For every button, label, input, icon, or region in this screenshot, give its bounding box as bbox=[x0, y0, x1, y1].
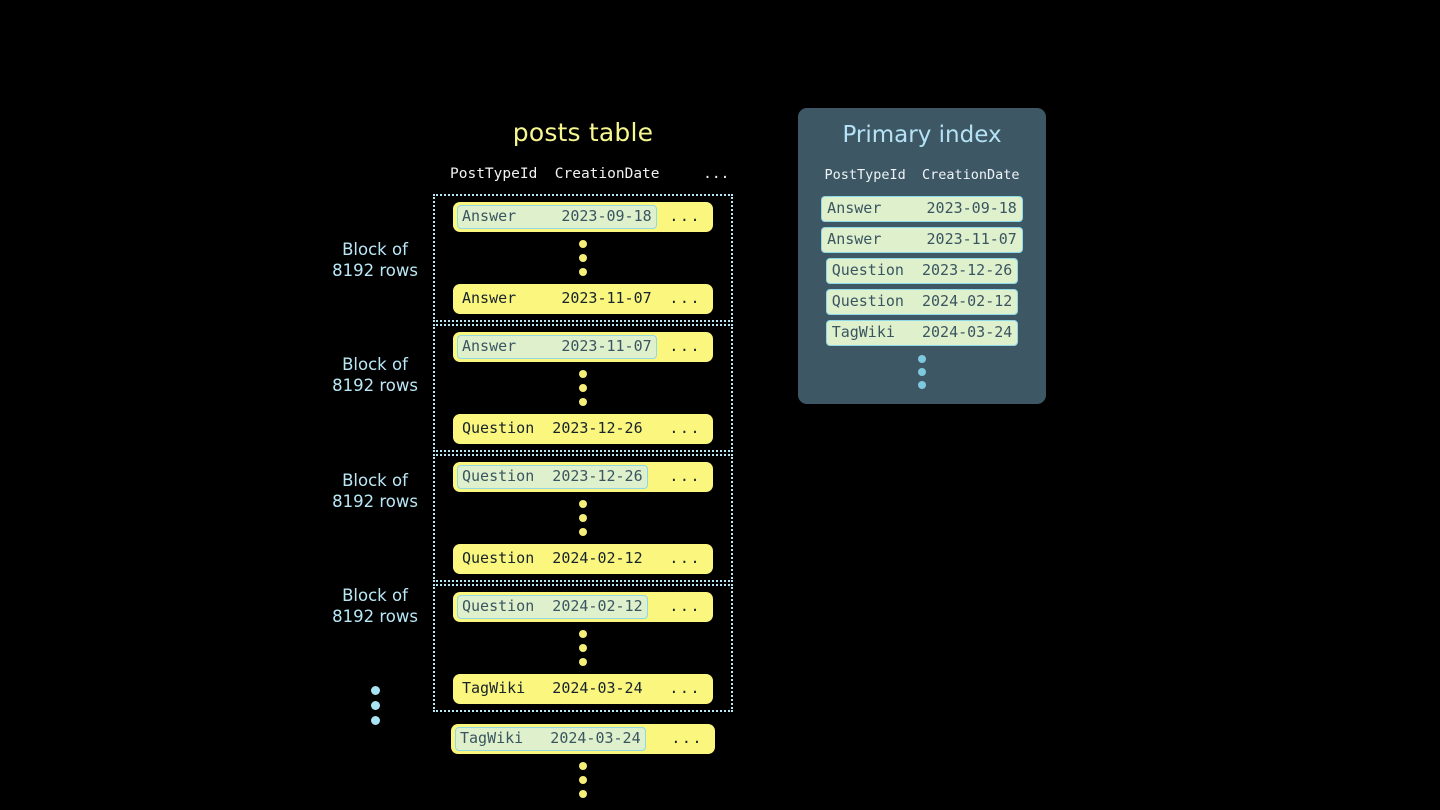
dot bbox=[918, 380, 926, 389]
block-label-4: Block of 8192 rows bbox=[300, 585, 450, 627]
table-end-dots bbox=[433, 754, 733, 806]
row-ellipsis: ... bbox=[669, 467, 701, 485]
primary-index-continuation-dots bbox=[798, 354, 1046, 389]
primary-index-title: Primary index bbox=[842, 122, 1002, 148]
dot bbox=[918, 354, 926, 363]
row-cells: TagWiki 2024-03-24 bbox=[455, 726, 646, 751]
posts-table-column-headers: PostTypeId CreationDate ... bbox=[450, 166, 730, 182]
row-ellipsis: ... bbox=[671, 729, 703, 747]
table-row: Question 2023-12-26 ... bbox=[453, 413, 713, 444]
block-label-4-line1: Block of bbox=[342, 586, 408, 605]
dot bbox=[579, 369, 587, 378]
dot bbox=[579, 267, 587, 276]
table-row: Answer 2023-11-07 ... bbox=[453, 283, 713, 314]
dot bbox=[579, 239, 587, 248]
primary-index-panel: Primary index PostTypeId CreationDate An… bbox=[798, 108, 1046, 404]
dot bbox=[579, 513, 587, 522]
dot bbox=[579, 253, 587, 262]
row-cells: Answer 2023-11-07 bbox=[457, 334, 657, 359]
index-row: TagWiki 2024-03-24 bbox=[825, 319, 1019, 346]
block-label-4-line2: 8192 rows bbox=[332, 607, 418, 626]
row-cells: Question 2023-12-26 bbox=[457, 464, 648, 489]
posts-table: posts table PostTypeId CreationDate ... … bbox=[433, 120, 733, 806]
block-label-2-line2: 8192 rows bbox=[332, 376, 418, 395]
row-ellipsis: ... bbox=[669, 419, 701, 437]
dot bbox=[579, 629, 587, 638]
table-row: TagWiki 2024-03-24 ... bbox=[453, 673, 713, 704]
dot bbox=[579, 761, 587, 770]
posts-table-title: posts table bbox=[512, 118, 654, 147]
block-label-1-line2: 8192 rows bbox=[332, 261, 418, 280]
index-row: Answer 2023-11-07 bbox=[821, 226, 1023, 253]
dot bbox=[918, 367, 926, 376]
table-row: Answer 2023-09-18 ... bbox=[453, 201, 713, 232]
table-row-trailing: TagWiki 2024-03-24 ... bbox=[451, 723, 715, 754]
dot bbox=[579, 499, 587, 508]
dot bbox=[579, 643, 587, 652]
row-cells: TagWiki 2024-03-24 bbox=[462, 678, 643, 697]
dot bbox=[371, 716, 380, 725]
index-row: Answer 2023-09-18 bbox=[821, 195, 1023, 222]
row-ellipsis: ... bbox=[669, 337, 701, 355]
dot bbox=[579, 789, 587, 798]
table-row: Question 2024-02-12 ... bbox=[453, 543, 713, 574]
block-label-3-line2: 8192 rows bbox=[332, 492, 418, 511]
row-cells: Question 2024-02-12 bbox=[457, 594, 648, 619]
dot bbox=[579, 383, 587, 392]
block-4: Question 2024-02-12 ... TagWiki 2024-03-… bbox=[433, 583, 733, 712]
primary-index-rows: Answer 2023-09-18 Answer 2023-11-07 Ques… bbox=[798, 195, 1046, 346]
block-label-3-line1: Block of bbox=[342, 471, 408, 490]
dot bbox=[579, 397, 587, 406]
row-cells: Question 2023-12-26 bbox=[462, 418, 643, 437]
dot bbox=[579, 657, 587, 666]
row-gap-dots bbox=[435, 622, 731, 674]
block-label-3: Block of 8192 rows bbox=[300, 470, 450, 512]
row-cells: Question 2024-02-12 bbox=[462, 548, 643, 567]
table-row: Answer 2023-11-07 ... bbox=[453, 331, 713, 362]
dot bbox=[579, 527, 587, 536]
row-cells: Answer 2023-11-07 bbox=[462, 288, 652, 307]
table-row: Question 2024-02-12 ... bbox=[453, 591, 713, 622]
block-label-2-line1: Block of bbox=[342, 355, 408, 374]
primary-index-column-headers: PostTypeId CreationDate bbox=[824, 167, 1020, 183]
row-ellipsis: ... bbox=[669, 289, 701, 307]
index-row: Question 2023-12-26 bbox=[825, 257, 1019, 284]
block-label-2: Block of 8192 rows bbox=[300, 354, 450, 396]
row-ellipsis: ... bbox=[669, 597, 701, 615]
block-2: Answer 2023-11-07 ... Question 2023-12-2… bbox=[433, 323, 733, 452]
row-cells: Answer 2023-09-18 bbox=[457, 204, 657, 229]
row-ellipsis: ... bbox=[669, 207, 701, 225]
row-gap-dots bbox=[435, 232, 731, 284]
row-gap-dots bbox=[435, 362, 731, 414]
block-label-1-line1: Block of bbox=[342, 240, 408, 259]
row-gap-dots bbox=[435, 492, 731, 544]
index-row: Question 2024-02-12 bbox=[825, 288, 1019, 315]
table-continuation-dots bbox=[371, 686, 380, 725]
block-1: Answer 2023-09-18 ... Answer 2023-11-07 … bbox=[433, 193, 733, 322]
row-ellipsis: ... bbox=[669, 679, 701, 697]
dot bbox=[371, 701, 380, 710]
block-label-1: Block of 8192 rows bbox=[300, 239, 450, 281]
dot bbox=[371, 686, 380, 695]
table-row: Question 2023-12-26 ... bbox=[453, 461, 713, 492]
row-ellipsis: ... bbox=[669, 549, 701, 567]
block-3: Question 2023-12-26 ... Question 2024-02… bbox=[433, 453, 733, 582]
dot bbox=[579, 775, 587, 784]
